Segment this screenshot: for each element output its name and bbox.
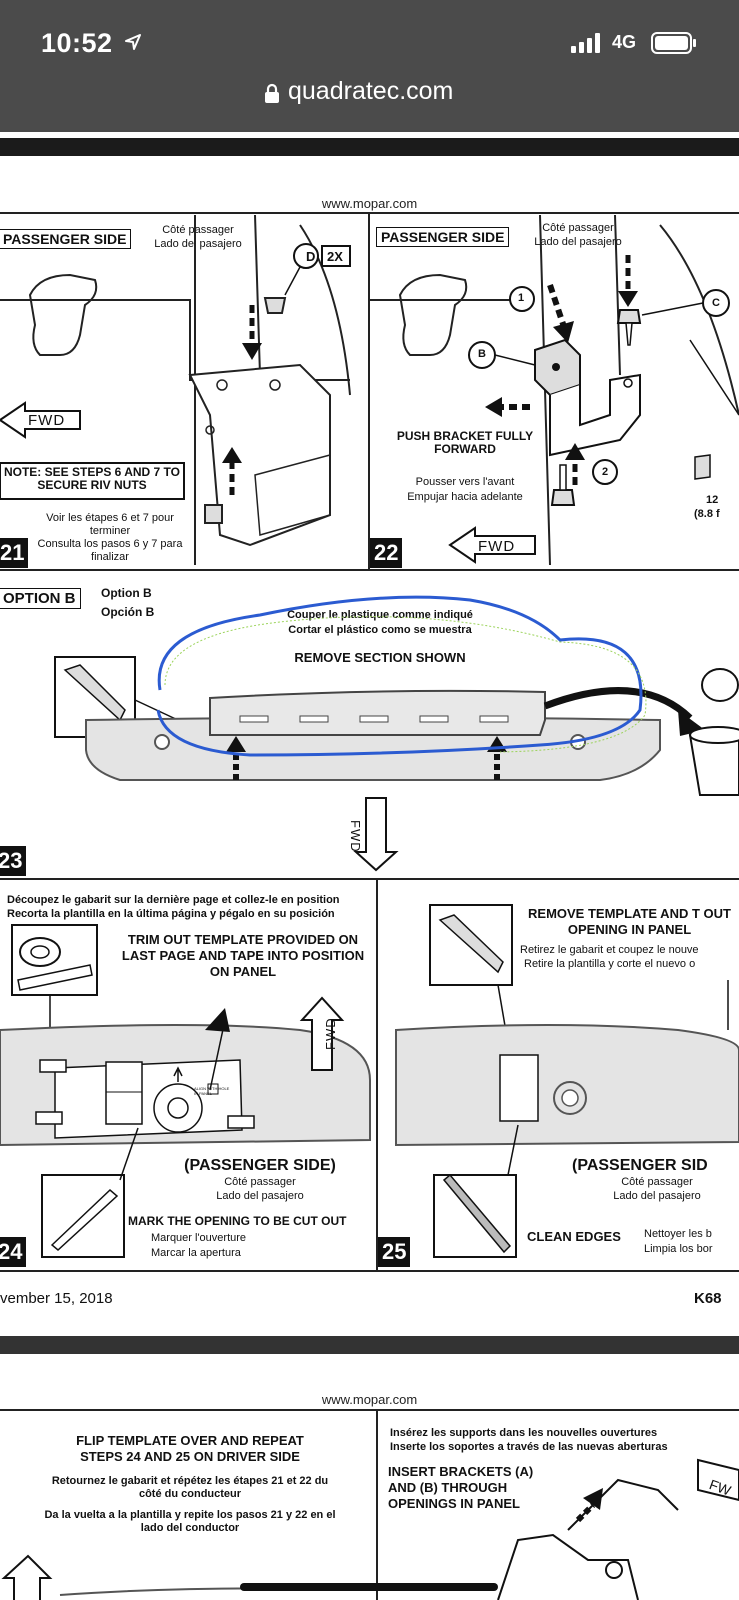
step25-side-fr: Côté passager (621, 1176, 693, 1188)
step27-top-fr: Insérez les supports dans les nouvelles … (390, 1427, 658, 1439)
step24-side: (PASSENGER SIDE) (184, 1157, 336, 1174)
step22-header: PASSENGER SIDE (376, 227, 510, 247)
page-separator (0, 1336, 739, 1354)
step24-template-text: ALIGN WITH HOLE IN PANEL (194, 1086, 230, 1096)
step24-illustration (0, 924, 371, 1258)
step24-top-fr: Découpez le gabarit sur la dernière page… (7, 894, 340, 906)
step25-side: (PASSENGER SID (572, 1157, 708, 1174)
step22-fwd-label: FWD (478, 538, 516, 555)
step23-option-fr: Option B (101, 586, 152, 600)
step23-cut-fr: Couper le plastique comme indiqué (287, 609, 473, 621)
step22-header-es: Lado del pasajero (534, 236, 622, 248)
divider (368, 212, 370, 570)
step23-option-es: Opción B (101, 605, 155, 619)
step25-instruction-fr: Retirez le gabarit et coupez le nouve (520, 944, 699, 956)
step25-side-es: Lado del pasajero (613, 1190, 701, 1202)
step21-note-fr: Voir les étapes 6 et 7 pour terminer (46, 512, 174, 537)
step26-instruction-fr: Retournez le gabarit et répétez les étap… (51, 1475, 329, 1500)
step23-number: 23 (0, 846, 27, 876)
step25-clean-es: Limpia los bor (644, 1243, 713, 1255)
address-bar-url[interactable]: quadratec.com (288, 77, 454, 105)
step22-instruction-es: Empujar hacia adelante (407, 491, 523, 503)
step22-callout-b: B (478, 348, 486, 360)
battery-icon (651, 32, 696, 54)
step24-mark: MARK THE OPENING TO BE CUT OUT (128, 1214, 347, 1228)
divider (0, 878, 739, 880)
step23-option: OPTION B (0, 588, 81, 609)
step27-top-es: Inserte los soportes a través de las nue… (390, 1441, 668, 1453)
step21-qty: 2X (327, 249, 343, 264)
step27-instruction: INSERT BRACKETS (A) AND (B) THROUGH OPEN… (388, 1464, 534, 1511)
step22-number: 22 (370, 538, 403, 568)
page-separator (0, 138, 739, 156)
step24-side-es: Lado del pasajero (216, 1190, 304, 1202)
browser-top-bar: 10:52 4G quadratec.com (0, 0, 739, 132)
step24-mark-fr: Marquer l'ouverture (151, 1232, 247, 1244)
footer-date: vember 15, 2018 (0, 1290, 113, 1307)
step25-clean: CLEAN EDGES (527, 1229, 621, 1244)
step26-instruction: FLIP TEMPLATE OVER AND REPEAT STEPS 24 A… (76, 1433, 304, 1464)
divider (0, 1409, 739, 1411)
site-header[interactable]: www.mopar.com (321, 196, 418, 211)
step25-number: 25 (378, 1237, 411, 1267)
step24-side-fr: Côté passager (224, 1176, 296, 1188)
step25-instruction-es: Retire la plantilla y corte el nuevo o (524, 958, 696, 970)
step24-instruction: TRIM OUT TEMPLATE PROVIDED ON LAST PAGE … (121, 932, 365, 979)
step26-illustration (1, 1554, 377, 1600)
lock-icon (265, 83, 279, 103)
step25-instruction: REMOVE TEMPLATE AND T OUT OPENING IN PAN… (528, 906, 731, 937)
step26-instruction-es: Da la vuelta a la plantilla y repite los… (44, 1509, 336, 1534)
step24-top-es: Recorta la plantilla en la última página… (7, 908, 335, 920)
divider (376, 878, 378, 1270)
step21-header-es: Lado del pasajero (154, 238, 242, 250)
step24-number: 24 (0, 1237, 27, 1267)
step22-instruction-fr: Pousser vers l'avant (415, 476, 515, 488)
site-header[interactable]: www.mopar.com (321, 1392, 418, 1407)
step22-torque-sub: (8.8 f (694, 508, 720, 520)
step21-note-es: Consulta los pasos 6 y 7 para finalizar (37, 538, 183, 563)
step23-instruction: REMOVE SECTION SHOWN (294, 650, 466, 665)
step22-callout-2: 2 (602, 466, 609, 478)
step21-number: 21 (0, 538, 29, 568)
step23-illustration (54, 595, 739, 872)
step27-illustration (497, 1458, 739, 1600)
step24-fwd-label: FWD (323, 1017, 338, 1050)
step25-illustration (395, 904, 739, 1258)
divider (0, 569, 739, 571)
step22-illustration (370, 214, 739, 566)
divider (0, 1270, 739, 1272)
step23-cut-es: Cortar el plástico como se muestra (288, 624, 472, 636)
step23-fwd-label: FWD (348, 820, 363, 853)
cellular-signal-icon (571, 33, 600, 53)
step22-header-fr: Côté passager (542, 222, 614, 234)
step25-clean-fr: Nettoyer les b (644, 1228, 712, 1240)
divider (376, 1409, 378, 1600)
step21-header-fr: Côté passager (162, 224, 234, 236)
step21-callout-d: D (306, 249, 316, 264)
footer-code: K68 (694, 1290, 722, 1307)
step22-torque: 12 (706, 494, 719, 506)
home-indicator[interactable] (240, 1583, 498, 1591)
step21-illustration (0, 214, 351, 565)
step21-note: NOTE: SEE STEPS 6 AND 7 TO SECURE RIV NU… (3, 465, 181, 492)
step22-callout-c: C (712, 297, 720, 309)
step22-callout-1: 1 (518, 292, 525, 304)
status-time: 10:52 (41, 28, 113, 58)
step21-fwd-label: FWD (28, 412, 66, 429)
step24-mark-es: Marcar la apertura (151, 1247, 241, 1259)
network-type: 4G (612, 32, 637, 52)
step21-header: PASSENGER SIDE (0, 229, 132, 249)
step22-instruction: PUSH BRACKET FULLY FORWARD (396, 429, 534, 456)
location-arrow-icon (125, 34, 141, 50)
